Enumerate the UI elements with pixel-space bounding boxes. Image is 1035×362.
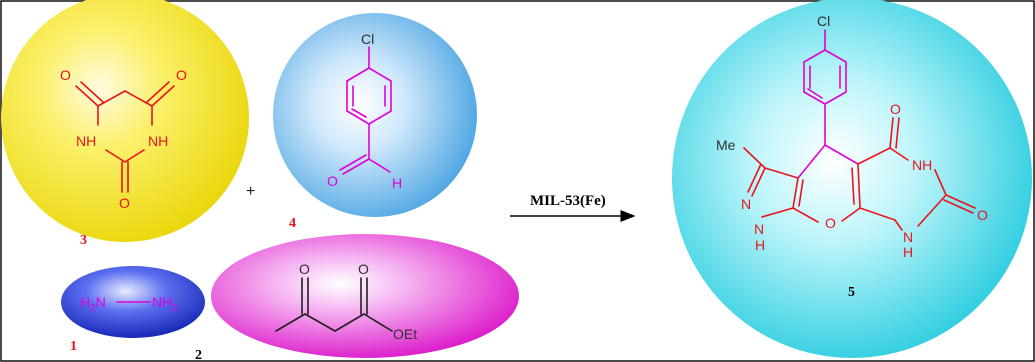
barbituric-acid-bonds	[75, 81, 175, 193]
o-atom: O	[890, 101, 901, 117]
magenta-oval	[211, 234, 519, 358]
compound-4-chlorobenzaldehyde: Cl O H 4	[273, 13, 477, 231]
product-chlorophenyl-bonds	[803, 29, 847, 146]
reaction-arrow: MIL-53(Fe)	[510, 193, 636, 222]
n-atom: N	[741, 196, 751, 212]
o-atom: O	[60, 67, 71, 83]
chlorobenzaldehyde-bonds	[339, 46, 392, 175]
ring-oxygen: O	[825, 215, 836, 231]
nh-atom: NH	[912, 157, 932, 173]
compound-5-product: Cl Me N N H O O NH O N H 5	[672, 0, 1032, 358]
oet-group: OEt	[393, 326, 417, 342]
compound-1-hydrazine: H2N NH2 1	[61, 266, 205, 354]
product-ring-bonds	[743, 117, 976, 231]
compound-number: 5	[848, 285, 855, 300]
nh-lower-n: N	[903, 229, 913, 245]
ethyl-acetoacetate-bonds	[275, 277, 393, 332]
compound-3-barbituric-acid: O O NH NH O 3	[1, 0, 249, 248]
yellow-sphere	[1, 0, 249, 242]
compound-number: 2	[195, 348, 202, 362]
compound-number: 1	[70, 339, 77, 354]
h-atom: H	[392, 175, 402, 191]
compound-2-ethyl-acetoacetate: O O OEt 2	[195, 234, 519, 362]
compound-number: 3	[80, 233, 87, 248]
nh-pyrazole-h: H	[755, 237, 765, 253]
o-atom: O	[176, 67, 187, 83]
compound-number: 4	[289, 216, 296, 231]
nh-atom: NH	[76, 133, 96, 149]
o-atom: O	[119, 195, 130, 211]
cl-atom: Cl	[817, 13, 830, 29]
nh-lower-h: H	[903, 244, 913, 260]
cl-atom: Cl	[361, 31, 374, 47]
catalyst-label: MIL-53(Fe)	[530, 193, 606, 209]
o-atom: O	[358, 261, 369, 277]
nh-pyrazole-n: N	[754, 221, 764, 237]
plus-sign: +	[246, 183, 255, 200]
blue-sphere	[273, 13, 477, 217]
methyl-group: Me	[716, 137, 736, 153]
o-atom: O	[327, 173, 338, 189]
hydrazine-formula: H2N	[80, 294, 106, 314]
o-atom: O	[299, 261, 310, 277]
nh2-group: NH2	[152, 294, 178, 314]
o-atom: O	[977, 207, 988, 223]
nh-atom: NH	[148, 133, 168, 149]
